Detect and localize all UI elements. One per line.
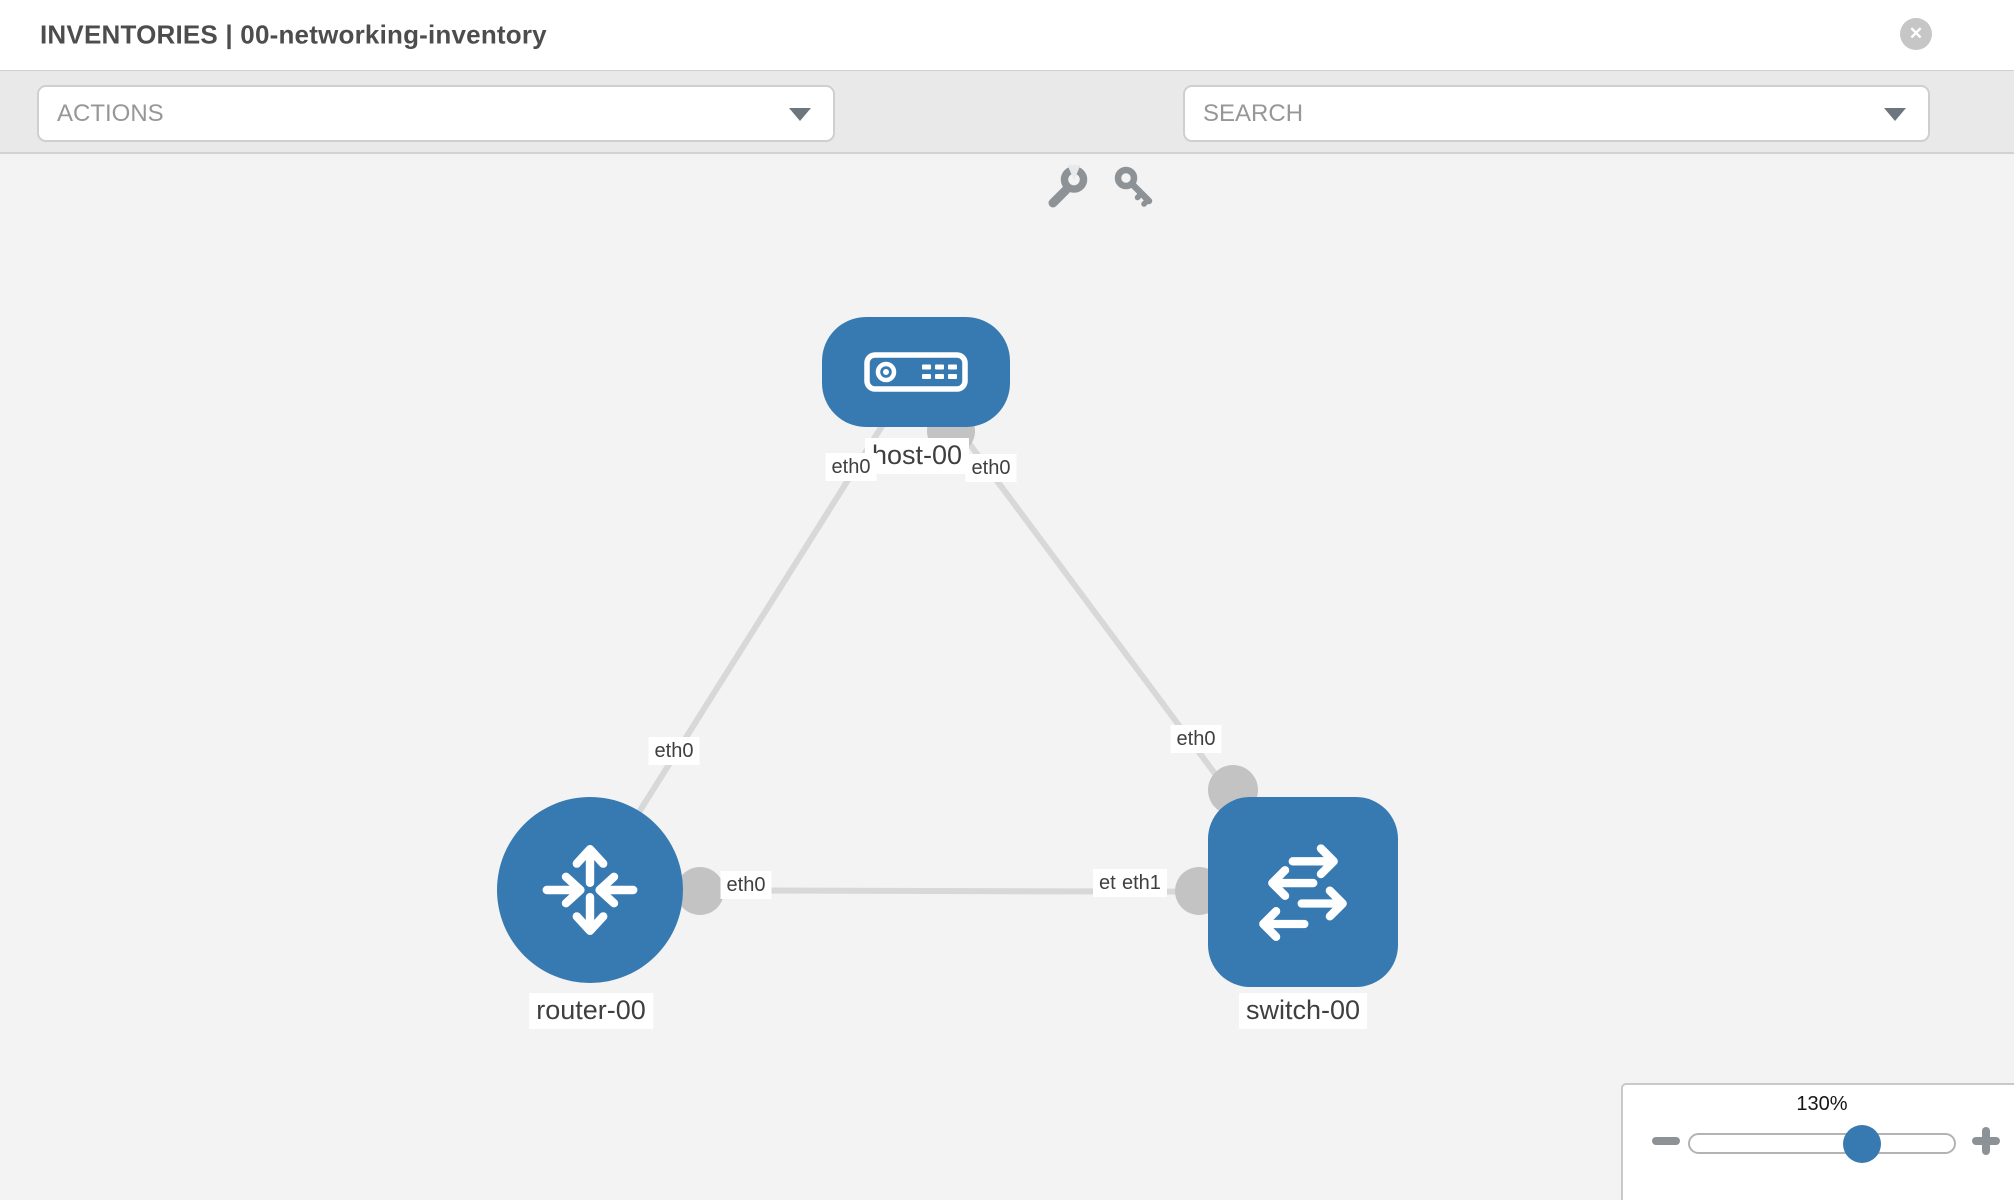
interface-dot-router-eth0[interactable]: [676, 867, 724, 915]
interface-label-host-right: eth0: [965, 454, 1017, 482]
key-icon: [1114, 166, 1153, 207]
configure-button[interactable]: [1044, 164, 1090, 210]
close-button[interactable]: ✕: [1900, 18, 1932, 50]
search-dropdown-label: SEARCH: [1203, 99, 1304, 127]
page-title: INVENTORIES | 00-networking-inventory: [40, 19, 547, 50]
topology-canvas[interactable]: [0, 154, 2014, 1200]
close-icon: ✕: [1908, 24, 1924, 43]
zoom-out-button[interactable]: [1652, 1137, 1680, 1145]
credentials-button[interactable]: [1112, 164, 1158, 210]
actions-dropdown-label: ACTIONS: [57, 99, 164, 127]
interface-label-router-right: eth0: [720, 871, 772, 899]
zoom-slider-thumb[interactable]: [1843, 1125, 1881, 1163]
chevron-down-icon: [789, 107, 811, 121]
node-host[interactable]: [822, 317, 1010, 427]
actions-dropdown[interactable]: ACTIONS: [37, 85, 835, 142]
wrench-icon: [1048, 165, 1088, 208]
node-label-router: router-00: [529, 993, 653, 1029]
node-switch[interactable]: [1208, 797, 1398, 987]
interface-label-switch-mid-front: eth1: [1116, 869, 1167, 897]
chevron-down-icon: [1884, 107, 1906, 121]
interface-label-switch-top: eth0: [1170, 725, 1222, 753]
toolbar: ACTIONS SEARCH: [0, 71, 2014, 208]
zoom-level: 130%: [1796, 1093, 1848, 1115]
host-icon: [864, 352, 968, 392]
zoom-panel: 130%: [1621, 1083, 2014, 1200]
header: INVENTORIES | 00-networking-inventory ✕: [0, 0, 2014, 71]
interface-label-host-left: eth0: [825, 453, 877, 481]
node-label-switch: switch-00: [1238, 993, 1368, 1029]
interface-label-host-router: eth0: [648, 737, 700, 765]
zoom-in-button[interactable]: [1971, 1125, 2001, 1155]
search-dropdown[interactable]: SEARCH: [1183, 85, 1930, 142]
switch-icon: [1259, 844, 1347, 941]
node-label-host: host-00: [864, 438, 970, 474]
node-router[interactable]: [497, 797, 683, 983]
router-icon: [542, 845, 638, 935]
zoom-slider[interactable]: [1688, 1125, 1956, 1163]
